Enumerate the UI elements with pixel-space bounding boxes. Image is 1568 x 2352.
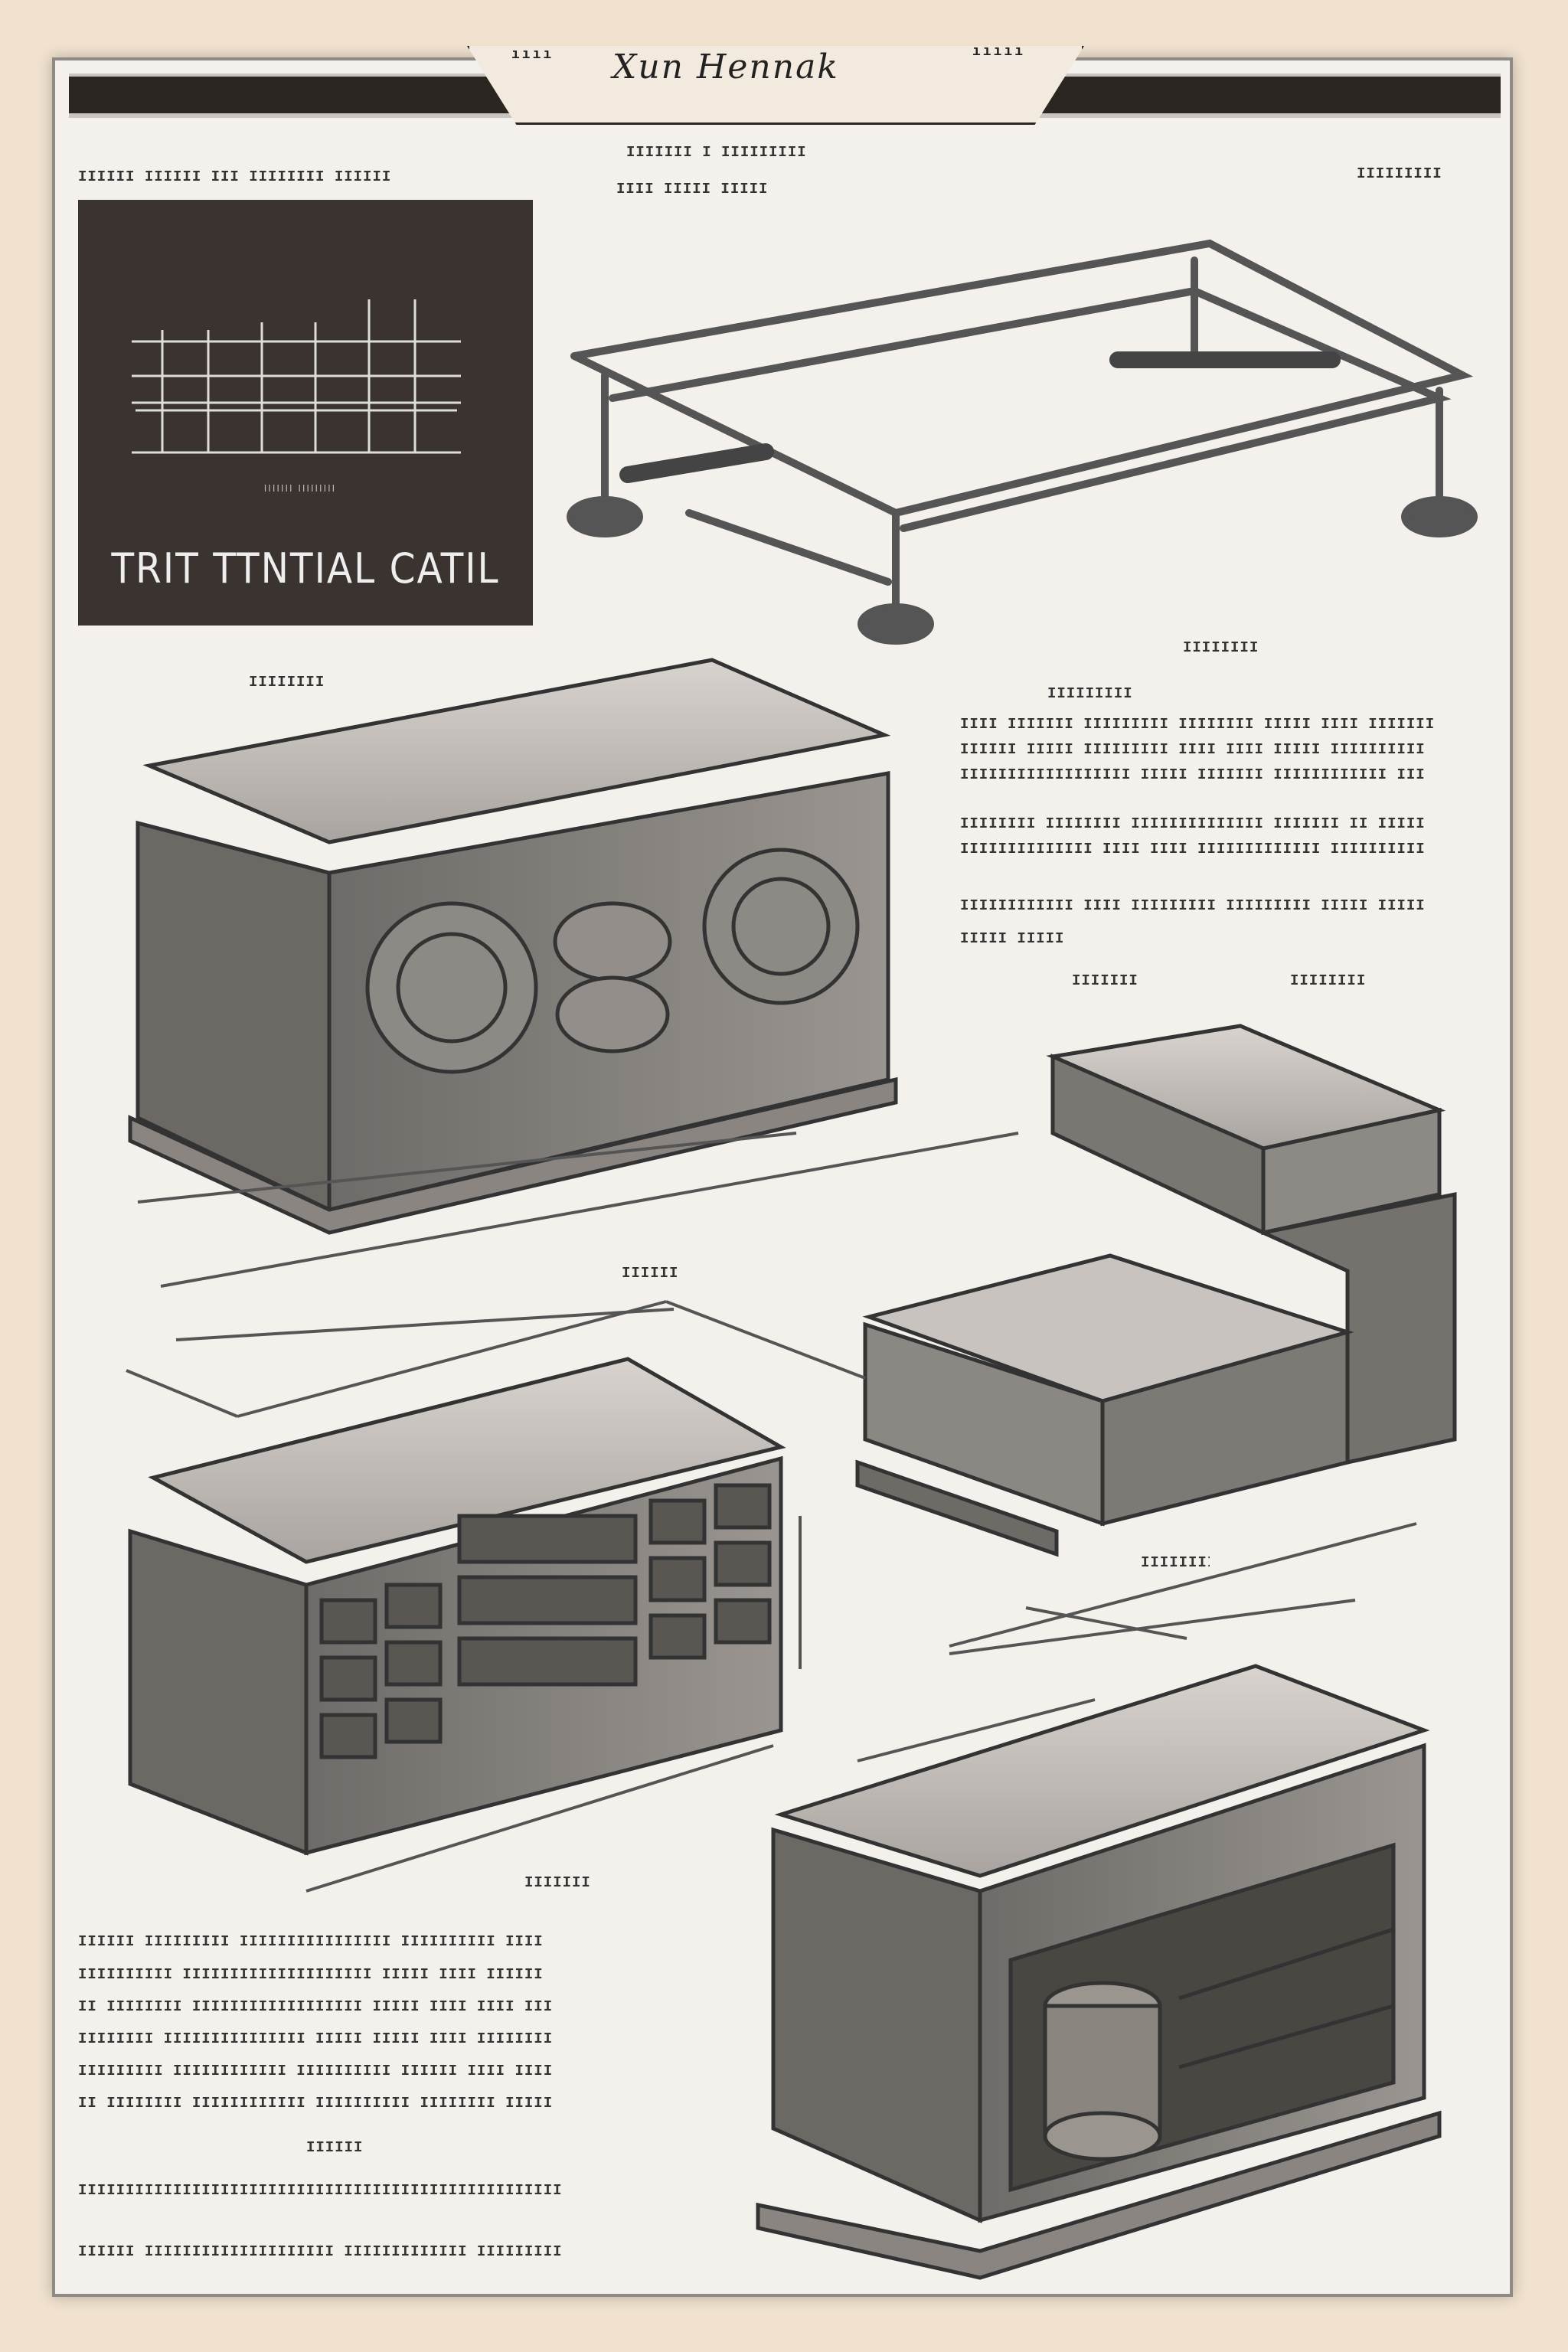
caption-8: IIIIIII <box>524 1874 591 1891</box>
top-right-label: IIIIIIIII <box>1357 165 1442 182</box>
paragraph-line: IIIIIIIIII IIIIIIIIIIIIIIIIIIII IIIII II… <box>78 1966 544 1983</box>
header-script-title: Xun Hennak <box>612 47 839 87</box>
header-tab <box>467 46 1084 125</box>
caption-7: IIIIIIII <box>1141 1554 1210 1571</box>
paragraph-line: IIIIIIIIIIII IIII IIIIIIIII IIIIIIIII II… <box>960 897 1426 914</box>
paragraph-line: IIII IIIIIII IIIIIIIII IIIIIIII IIIII II… <box>960 716 1436 733</box>
title-panel: IIIIIII IIIIIIIII TRIT TTNTIAL CATIL <box>78 200 533 626</box>
paragraph-line: II IIIIIIII IIIIIIIIIIII IIIIIIIIII IIII… <box>78 2095 554 2112</box>
panel-caption: IIIIIII IIIIIIIII <box>263 483 337 494</box>
top-center-label-1: IIIIIII I IIIIIIIII <box>626 144 807 161</box>
panel-bed-sketch <box>132 299 461 454</box>
round-panel-cabinet-illustration <box>128 658 898 1235</box>
paragraph-line: IIIIII IIIIIIIII IIIIIIIIIIIIIIII IIIIII… <box>78 1933 544 1950</box>
paragraph-line: IIIIIIIIIIIIII IIII IIII IIIIIIIIIIIII I… <box>960 841 1426 858</box>
caption-2: IIIIIIIII <box>1047 685 1133 702</box>
caption-1: IIIIIIII <box>249 674 325 691</box>
caption-6: IIIIII <box>622 1265 679 1282</box>
caption-4: IIIIIII <box>1072 972 1138 989</box>
paragraph-line: IIIIIIIIIIIIIIIIIIIIIIIIIIIIIIIIIIIIIIII… <box>78 2182 563 2199</box>
paragraph-line: IIIIII IIIIIIIIIIIIIIIIIIII IIIIIIIIIIII… <box>78 2243 563 2260</box>
paragraph-line: IIIIIIII IIIIIIII IIIIIIIIIIIIII IIIIIII… <box>960 815 1426 832</box>
bookcase-illustration <box>756 1664 1442 2280</box>
caption-3: IIIIIIII <box>1183 639 1259 656</box>
paragraph-line: IIIIII IIIII IIIIIIIII IIII IIII IIIII I… <box>960 741 1426 758</box>
panel-title: TRIT TTNTIAL CATIL <box>111 544 500 593</box>
stepped-chest-illustration <box>855 1024 1457 1557</box>
paragraph-line: IIIII IIIII <box>960 930 1065 947</box>
paragraph-line: IIIIIIII IIIIIIIIIIIIIII IIIII IIIII III… <box>78 2030 554 2047</box>
caption-5: IIIIIIII <box>1290 972 1367 989</box>
paragraph-line: IIIIIIIIIIIIIIIIII IIIII IIIIIII IIIIIII… <box>960 766 1426 783</box>
dimension-lines <box>126 1132 1417 1893</box>
header-right-mark: ııııı <box>972 44 1026 60</box>
bottom-label: IIIIII <box>306 2139 364 2156</box>
drawer-chest-illustration <box>128 1357 786 1856</box>
bed-frame-illustration <box>567 239 1478 645</box>
top-center-label-2: IIII IIIII IIIII <box>616 181 769 198</box>
paragraph-line: II IIIIIIII IIIIIIIIIIIIIIIIII IIIII III… <box>78 1998 554 2015</box>
header-left-mark: ıııı <box>511 47 554 63</box>
paragraph-line: IIIIIIIII IIIIIIIIIIII IIIIIIIIII IIIIII… <box>78 2063 554 2079</box>
top-left-label: IIIIII IIIIII III IIIIIIII IIIIII <box>78 168 392 185</box>
